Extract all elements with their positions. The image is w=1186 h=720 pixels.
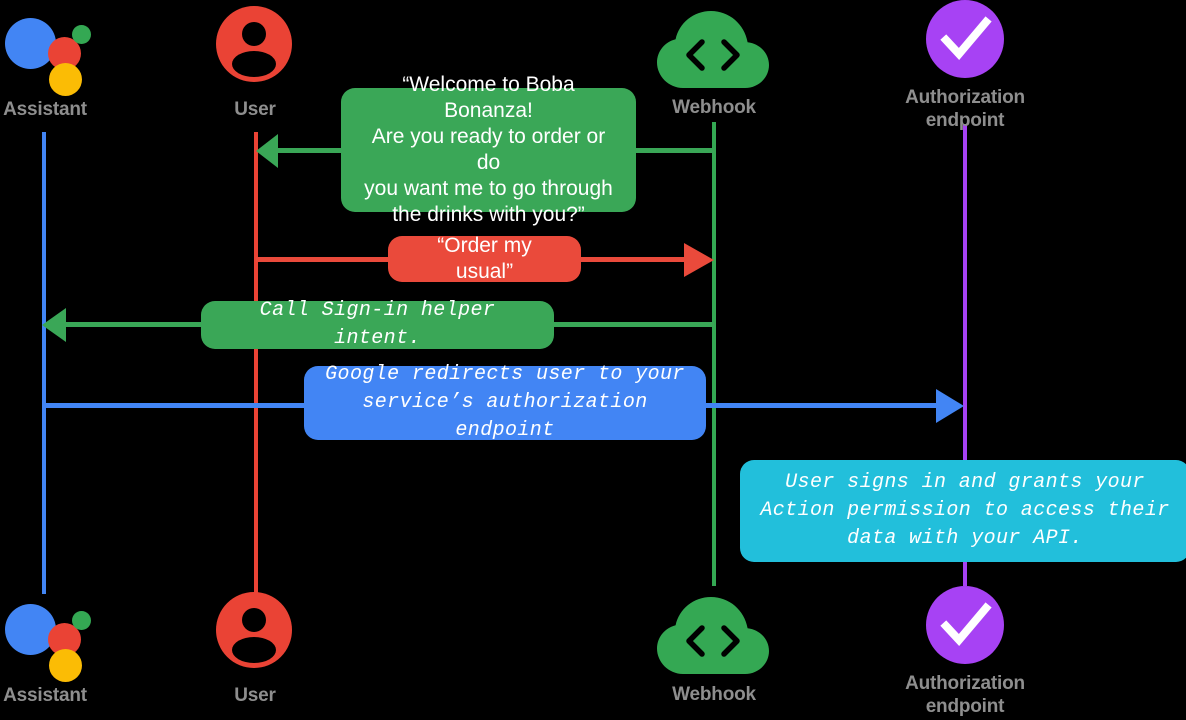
- message-box-signin-helper: Call Sign-in helper intent.: [201, 299, 554, 350]
- lifeline-assistant: [42, 132, 46, 594]
- message-google-redirect-line-1: Google redirects user to your: [325, 363, 685, 386]
- actor-label-webhook-top: Webhook: [672, 97, 756, 118]
- message-user-signs-in-line-2: Action permission to access their: [760, 499, 1170, 522]
- lifeline-user: [254, 132, 258, 594]
- assistant-blue-dot-icon-bottom: [5, 604, 56, 655]
- actor-label-auth-top-line2: endpoint: [925, 110, 1005, 131]
- message-box-order-my-usual: “Order my usual”: [388, 234, 581, 283]
- message-welcome-line-1: “Welcome to Boba Bonanza!: [402, 73, 575, 122]
- user-avatar-icon-top: [216, 6, 292, 82]
- actor-label-auth-bottom-line2: endpoint: [925, 696, 1005, 717]
- assistant-blue-dot-icon: [5, 18, 56, 69]
- cloud-code-icon-top: [657, 11, 769, 88]
- message-welcome-line-3: you want me to go through: [364, 177, 613, 200]
- actor-label-assistant-bottom: Assistant: [3, 685, 87, 706]
- actor-label-user-top: User: [234, 99, 276, 120]
- message-google-redirect-line-2: service’s authorization endpoint: [362, 391, 648, 442]
- message-order-my-usual-line-1: “Order my usual”: [437, 234, 532, 283]
- actor-label-auth-bottom: Authorization endpoint: [878, 672, 1052, 718]
- assistant-green-dot-icon: [72, 25, 91, 44]
- purple-check-circle-icon-bottom: [926, 586, 1004, 664]
- message-welcome-line-2: Are you ready to order or do: [371, 125, 606, 174]
- actor-label-auth-bottom-line1: Authorization: [905, 673, 1025, 694]
- message-box-user-signs-in: User signs in and grants your Action per…: [740, 460, 1186, 562]
- assistant-logo-bottom: [2, 594, 92, 682]
- lifeline-auth: [963, 124, 967, 586]
- message-user-signs-in-line-3: data with your API.: [847, 527, 1083, 550]
- user-avatar-icon-bottom: [216, 592, 292, 668]
- assistant-yellow-dot-icon: [49, 63, 82, 96]
- cloud-code-icon-bottom: [657, 597, 769, 674]
- actor-label-auth-top-line1: Authorization: [905, 87, 1025, 108]
- actor-label-webhook-bottom: Webhook: [672, 684, 756, 705]
- arrow-head-order-my-usual: [684, 243, 714, 277]
- assistant-green-dot-icon-bottom: [72, 611, 91, 630]
- assistant-logo-top: [2, 8, 92, 96]
- arrow-head-welcome: [256, 134, 278, 168]
- purple-check-circle-icon-top: [926, 0, 1004, 78]
- message-user-signs-in-line-1: User signs in and grants your: [785, 471, 1145, 494]
- message-welcome-line-4: the drinks with you?”: [392, 203, 585, 226]
- message-box-welcome: “Welcome to Boba Bonanza! Are you ready …: [341, 73, 636, 226]
- actor-label-user-bottom: User: [234, 685, 276, 706]
- message-box-google-redirect: Google redirects user to your service’s …: [304, 363, 706, 442]
- arrow-head-signin-helper: [42, 308, 66, 342]
- actor-label-auth-top: Authorization endpoint: [878, 86, 1052, 132]
- lifeline-webhook: [712, 122, 716, 586]
- assistant-yellow-dot-icon-bottom: [49, 649, 82, 682]
- arrow-head-google-redirect: [936, 389, 964, 423]
- message-signin-helper-line-1: Call Sign-in helper intent.: [259, 299, 496, 350]
- actor-label-assistant-top: Assistant: [3, 99, 87, 120]
